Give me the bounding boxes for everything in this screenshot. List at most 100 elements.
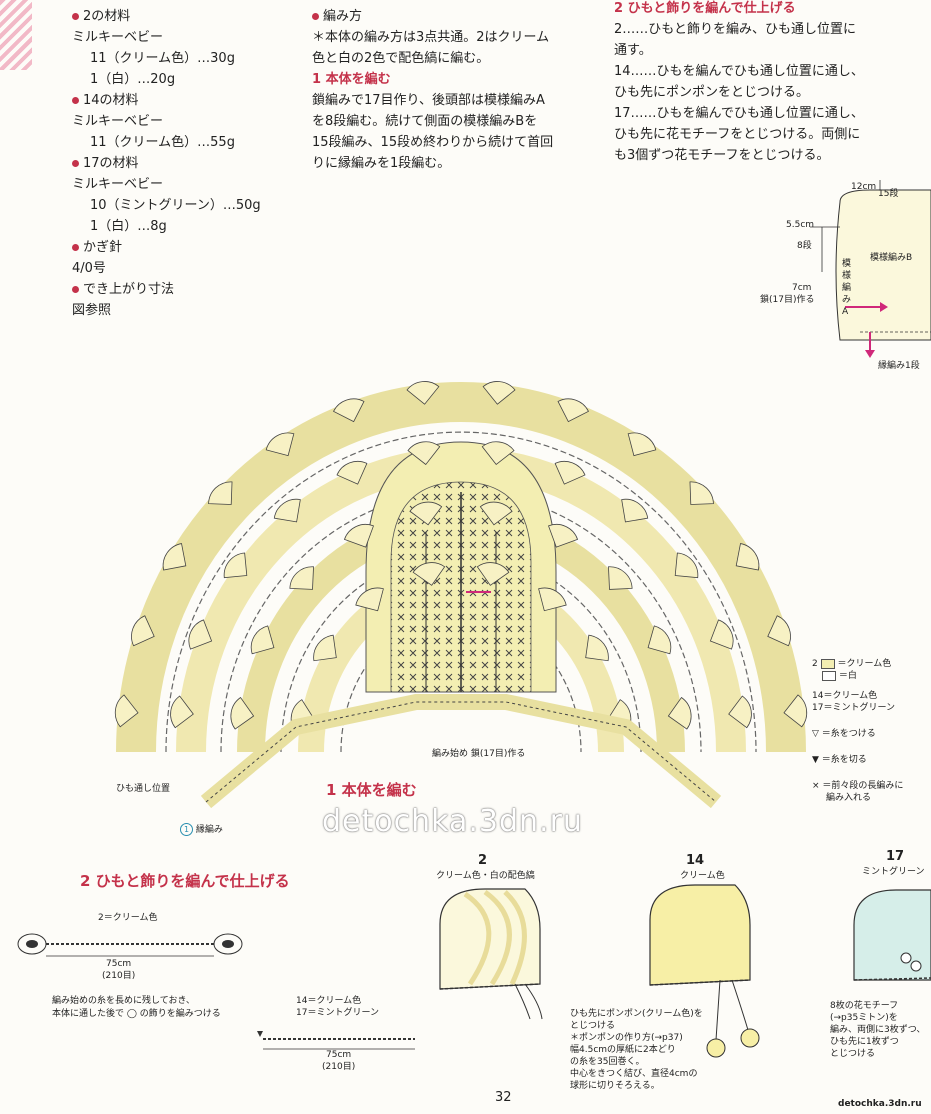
finish-l7: も3個ずつ花モチーフをとじつける。 [614, 148, 830, 163]
size-title: でき上がり寸法 [83, 282, 175, 297]
materials-14-line1: 11（クリーム色）…55g [90, 135, 235, 150]
bonnet14-note4: 幅4.5cmの厚紙に2本どり [570, 1045, 676, 1055]
flower-motif-icon [910, 960, 922, 972]
materials-14-title: 14の材料 [83, 93, 139, 108]
shell-fan [557, 398, 589, 423]
legend-x-note2: 編み入れる [826, 793, 872, 803]
bonnet14-caption: クリーム色 [680, 871, 725, 881]
shell-fan [482, 381, 516, 405]
bonnet17-number: 17 [886, 849, 905, 864]
materials-2-line1: 11（クリーム色）…30g [90, 51, 235, 66]
bullet-icon [72, 244, 79, 251]
shell-fan [608, 566, 633, 590]
cord2-stitches: (210目) [102, 971, 136, 981]
bonnet14-note3: ＊ポンポンの作り方(→p37) [570, 1033, 683, 1043]
edge-row-label: 縁編み1段 [878, 361, 920, 371]
bonnet17-note1: 8枚の花モチーフ [830, 1001, 899, 1011]
legend-14: 14＝クリーム色 [812, 691, 878, 701]
shell-fan [406, 381, 440, 405]
materials-list: 2の材料 ミルキーベビー 11（クリーム色）…30g 1（白）…20g 14の材… [72, 6, 261, 321]
shell-fan [289, 566, 314, 590]
shell-fan [412, 562, 446, 586]
cord14-diagram [257, 1031, 415, 1050]
cord2-label: 2＝クリーム色 [98, 913, 158, 923]
method-line1: ＊本体の編み方は3点共通。2はクリーム [312, 30, 550, 45]
shell-fan [208, 481, 233, 505]
pompom-icon [740, 1028, 760, 1048]
shell-fan [689, 481, 714, 505]
shell-fan [170, 695, 194, 729]
shell-fan [674, 552, 699, 579]
rows-8: 8段 [797, 241, 812, 251]
bonnet2-caption: クリーム色・白の配色縞 [436, 871, 535, 881]
cord17-label: 17＝ミントグリーン [296, 1008, 380, 1018]
page-number: 32 [495, 1090, 512, 1105]
dim-7cm: 7cm [792, 283, 812, 293]
shell-fan [336, 461, 368, 485]
shell-fan [548, 524, 579, 548]
materials-2-yarn: ミルキーベビー [72, 30, 164, 45]
motif-icon [222, 940, 234, 948]
bonnet14-note1: ひも先にポンポン(クリーム色)を [570, 1009, 703, 1019]
cut-icon: ▼ [812, 755, 819, 765]
bonnet14-note5: の糸を35回巻く。 [570, 1057, 645, 1067]
method-step1-l3: 15段編み、15段め終わりから続けて首回 [312, 135, 554, 150]
shell-fan [407, 441, 441, 466]
materials-2-line2: 1（白）…20g [90, 72, 176, 87]
finish-l3: 14……ひもを編んでひも通し位置に通し、 [614, 64, 864, 79]
bonnet14-note2: とじつける [570, 1021, 616, 1031]
bonnet14-number: 14 [686, 853, 705, 868]
finish-l1: 2……ひもと飾りを編み、ひも通し位置に [614, 22, 857, 37]
edge-number-circle: 1 [180, 823, 193, 836]
cord2-length: 75cm [106, 959, 132, 969]
legend-white: ＝白 [838, 671, 857, 681]
pompom-icon [706, 1038, 726, 1058]
legend-cream: ＝クリーム色 [837, 659, 892, 669]
bullet-icon [72, 286, 79, 293]
shell-fan [343, 524, 374, 548]
bonnet14-note7: 球形に切りそろえる。 [570, 1081, 660, 1091]
shell-fan [265, 432, 295, 457]
pattern-a-label: 模様編みA [842, 259, 852, 317]
motif-icon [26, 940, 38, 948]
shell-fan [709, 619, 734, 650]
crochet-chart [114, 381, 808, 809]
legend-x-note1: ＝前々段の長編みに [822, 781, 904, 791]
legend-cut: ＝糸を切る [821, 755, 867, 765]
bonnet2-illustration [439, 888, 543, 1020]
materials-17-line2: 1（白）…8g [90, 219, 167, 234]
cream-swatch [820, 658, 835, 669]
chart-start-label: 編み始め 鎖(17目)作る [432, 749, 526, 759]
finish-title: 2 ひもと飾りを編んで仕上げる [614, 1, 796, 16]
bonnet17-notes: 8枚の花モチーフ (→p35ミトン)を 編み、両側に3枚ずつ、 ひも先に1枚ずつ… [830, 1000, 925, 1060]
arrow-icon [865, 350, 875, 358]
materials-17-line1: 10（ミントグリーン）…50g [90, 198, 261, 213]
shell-fan [355, 587, 384, 612]
cord2-note1: 編み始めの糸を長めに残しておき、 [52, 996, 195, 1006]
shell-fan [647, 625, 672, 655]
bullet-icon [72, 13, 79, 20]
shell-fan [230, 696, 255, 730]
footer-site: detochka.3dn.ru [838, 1099, 922, 1109]
method-step1-l1: 鎖編みで17目作り、後頭部は模様編みA [312, 93, 545, 108]
bonnet17-note2: (→p35ミトン)を [830, 1013, 898, 1023]
bonnet2-number: 2 [478, 853, 488, 868]
legend: 2 ＝クリーム色 ＝白 14＝クリーム色 17＝ミントグリーン ▽ ＝糸をつける… [812, 658, 903, 804]
shell-fan [735, 543, 760, 571]
shell-fan [767, 615, 791, 647]
section2-title: 2 ひもと飾りを編んで仕上げる [80, 872, 290, 890]
cord14-stitches: (210目) [322, 1062, 356, 1072]
method-title: 編み方 [323, 9, 363, 24]
bullet-icon [72, 160, 79, 167]
method-text: 編み方 ＊本体の編み方は3点共通。2はクリーム 色と白の2色で配色縞に編む。 1… [312, 6, 553, 174]
bonnet17-note5: とじつける [830, 1049, 876, 1059]
bullet-icon [312, 13, 319, 20]
legend-2: 2 [812, 659, 818, 669]
shell-fan [479, 501, 513, 526]
shell-fan [538, 587, 567, 612]
shell-fan [114, 694, 139, 728]
finish-l4: ひも先にポンポンをとじつける。 [614, 85, 810, 100]
shell-fan [783, 694, 808, 728]
decorative-strip [0, 0, 32, 70]
pattern-b-label: 模様編みB [870, 253, 913, 263]
